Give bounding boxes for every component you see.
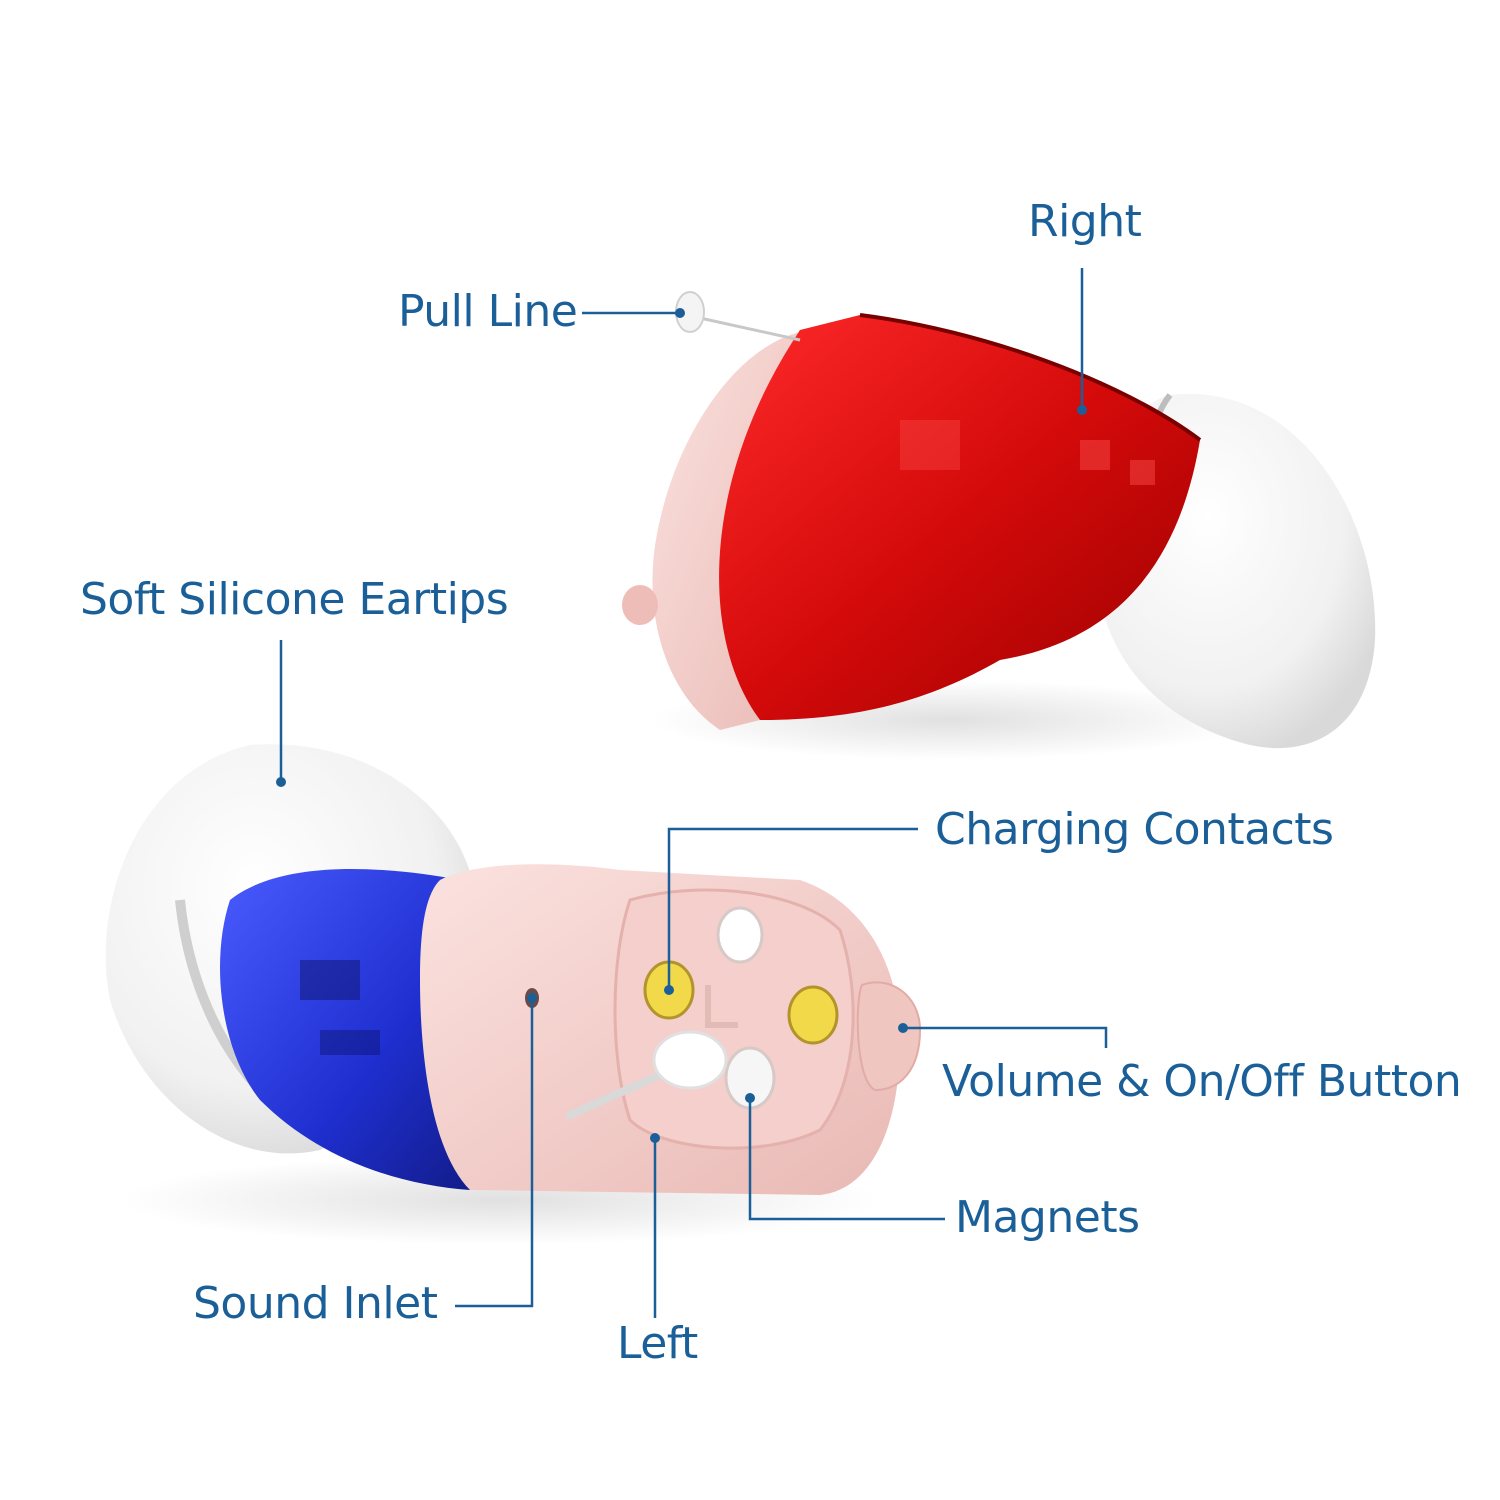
label-volume-button: Volume & On/Off Button (942, 1056, 1462, 1107)
right-hearing-aid (622, 291, 1376, 760)
left-hearing-aid (105, 744, 922, 1245)
label-charging-contacts: Charging Contacts (935, 804, 1334, 855)
leader-dots (276, 308, 1087, 1143)
label-soft-silicone-eartips: Soft Silicone Eartips (80, 574, 509, 625)
label-sound-inlet: Sound Inlet (193, 1278, 438, 1329)
label-magnets: Magnets (955, 1192, 1140, 1243)
label-left: Left (617, 1318, 698, 1369)
leader-lines (279, 268, 1108, 1318)
label-right: Right (1028, 196, 1142, 247)
label-pull-line: Pull Line (398, 286, 578, 337)
